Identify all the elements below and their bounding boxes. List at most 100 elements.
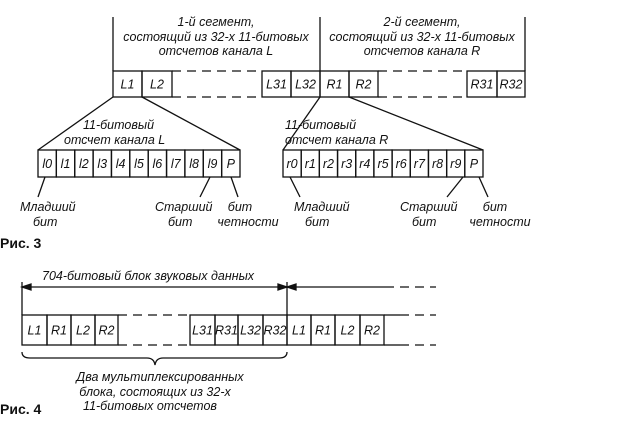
bit-box-label: r0 [287, 157, 298, 171]
bit-box-label: l7 [171, 157, 182, 171]
left-sample-title: 11-битовый отсчет канала L [64, 118, 165, 147]
bit-box: l0 [37, 149, 58, 178]
mux-box: R32 [262, 314, 288, 346]
bit-box-label: l4 [116, 157, 126, 171]
sample-box-label: R1 [327, 78, 343, 92]
sample-box-label: R31 [471, 78, 494, 92]
bit-box-outline [220, 149, 241, 178]
left-lsb-label-2: бит [33, 215, 57, 229]
mux-box-label: L31 [192, 324, 213, 338]
right-lsb-label: Младший [294, 200, 350, 214]
left-msb-label-2: бит [168, 215, 192, 229]
mux-box-label: L2 [341, 324, 355, 338]
mux-box: L1 [286, 314, 312, 346]
sample-box: R1 [319, 70, 350, 98]
right-lsb-label-2: бит [305, 215, 329, 229]
bit-box-label: r9 [450, 157, 461, 171]
bit-box: r4 [355, 149, 375, 178]
bit-box-label: l9 [208, 157, 218, 171]
mux-box: R1 [46, 314, 72, 346]
bit-box-label: l6 [152, 157, 162, 171]
sample-box: R32 [496, 70, 526, 98]
figure-3-caption: Рис. 3 [0, 235, 42, 251]
right-sample-title-line1: 11-битовый [285, 118, 356, 132]
mux-box-label: L2 [76, 324, 90, 338]
bit-box-label: l1 [61, 157, 71, 171]
mux-box-label: L1 [292, 324, 306, 338]
bit-box: r9 [445, 149, 466, 178]
mux-box-label: L32 [240, 324, 261, 338]
left-sample-title-line2: отсчет канала L [64, 133, 165, 147]
sample-box: L32 [290, 70, 321, 98]
mux-box: R31 [214, 314, 239, 346]
bit-box: l9 [202, 149, 223, 178]
mux-box: L31 [189, 314, 216, 346]
segment-2-header: 2-й сегмент, состоящий из 32-х 11-битовы… [329, 15, 526, 71]
bit-box-label: l5 [134, 157, 144, 171]
bit-box-label: r6 [396, 157, 407, 171]
left-sample-title-line1: 11-битовый [83, 118, 154, 132]
bit-box-label: l2 [79, 157, 89, 171]
sample-box-outline [348, 70, 379, 98]
bit-box-label: P [227, 157, 236, 171]
sample-box-label: L1 [121, 78, 135, 92]
bit-box-label: r5 [377, 157, 388, 171]
segment-2-line3: отсчетов канала R [364, 44, 481, 58]
sample-box: L2 [141, 70, 173, 98]
mux-box-label: R1 [51, 324, 67, 338]
bit-box: l6 [147, 149, 168, 178]
sample-box: L1 [112, 70, 143, 98]
bit-box-label: r4 [359, 157, 370, 171]
segment-1-line3: отсчетов канала L [159, 44, 274, 58]
mux-box-label: R1 [315, 324, 331, 338]
right-sample-title-line2: отсчет канала R [285, 133, 388, 147]
left-lsb-label: Младший [20, 200, 76, 214]
brace-label-line3: 11-битовых отсчетов [83, 399, 217, 413]
figure-4-caption: Рис. 4 [0, 401, 42, 417]
bit-box: r5 [373, 149, 393, 178]
bit-box: r0 [282, 149, 302, 178]
mux-box: L1 [21, 314, 48, 346]
bit-box: r6 [391, 149, 411, 178]
mux-box-label: R32 [264, 324, 287, 338]
sample-box-label: L31 [266, 78, 287, 92]
mux-box-label: R31 [215, 324, 238, 338]
right-msb-label: Старший [400, 200, 458, 214]
segment-1-header: 1-й сегмент, состоящий из 32-х 11-битовы… [112, 15, 321, 71]
sample-box: R31 [466, 70, 498, 98]
brace-label-line1: Два мультиплексированных [74, 370, 244, 384]
bit-box-label: l8 [189, 157, 199, 171]
right-msb-label-2: бит [412, 215, 436, 229]
sample-box-label: R32 [500, 78, 523, 92]
mux-box: L2 [70, 314, 96, 346]
bit-box: l5 [129, 149, 149, 178]
sample-box-label: L2 [150, 78, 164, 92]
mux-box: R1 [310, 314, 336, 346]
mux-box-outline [94, 314, 119, 346]
mux-box: R2 [359, 314, 385, 346]
mux-box: L32 [237, 314, 264, 346]
mux-box-label: R2 [364, 324, 380, 338]
segment-2-title: 2-й сегмент, [383, 15, 461, 29]
sample-box-outline [141, 70, 173, 98]
segment-1-title: 1-й сегмент, [178, 15, 255, 29]
sample-box-label: R2 [356, 78, 372, 92]
right-parity-label: бит [483, 200, 507, 214]
bit-box: l1 [55, 149, 76, 178]
bit-box-label: r1 [305, 157, 316, 171]
right-bit-labels: Младший бит Старший бит бит четности [289, 176, 531, 229]
bit-box: r8 [427, 149, 448, 178]
mux-box: L2 [334, 314, 361, 346]
bit-box: l7 [165, 149, 186, 178]
bit-box: r7 [409, 149, 430, 178]
bit-box-outline [464, 149, 484, 178]
mux-box-label: L1 [28, 324, 42, 338]
left-msb-label: Старший [155, 200, 213, 214]
segment-1-line2: состоящий из 32-х 11-битовых [123, 30, 309, 44]
sample-box: R2 [348, 70, 379, 98]
bit-box-label: r7 [414, 157, 426, 171]
